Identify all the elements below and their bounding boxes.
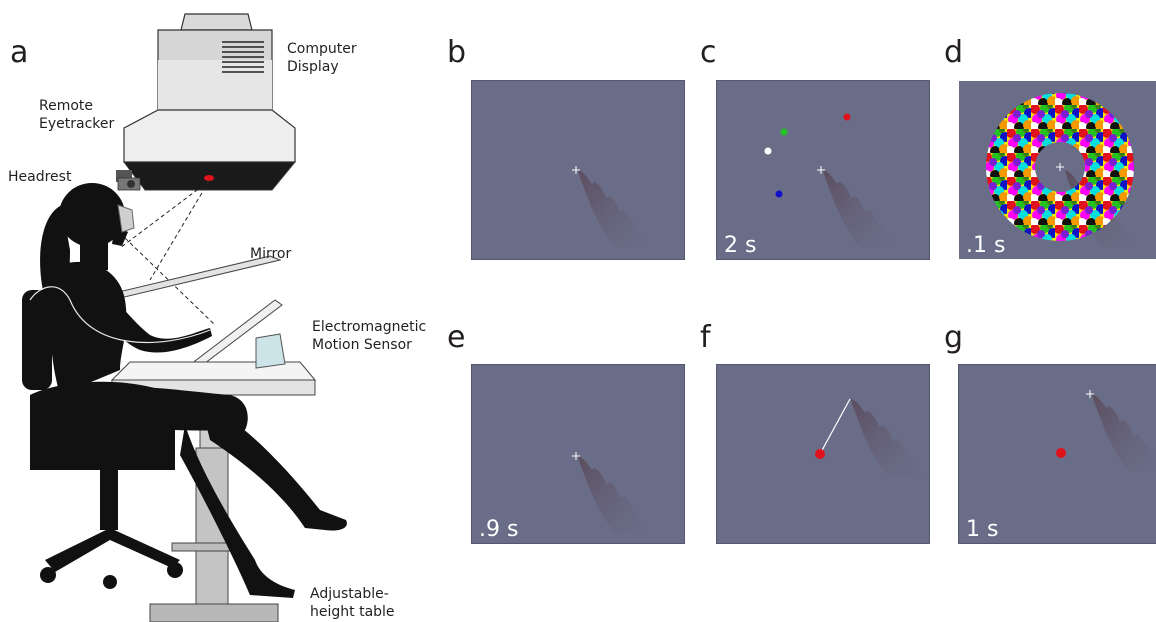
screen-panel-g: 1 s — [958, 364, 1156, 544]
fixation-cross-icon — [572, 452, 580, 460]
panel-label-a: a — [10, 35, 29, 70]
label-adjustable-table-line1: Adjustable- — [310, 586, 389, 602]
panel-label-g: g — [944, 320, 964, 355]
fixation-cross-icon — [1056, 163, 1064, 171]
red-dot-icon — [843, 113, 851, 121]
label-headrest: Headrest — [8, 169, 72, 185]
panel-label-b: b — [447, 35, 467, 70]
panel-label-d: d — [944, 35, 964, 70]
label-remote-eyetracker-line1: Remote — [39, 98, 94, 114]
target-dot-icon — [815, 449, 825, 459]
screen-panel-b — [471, 80, 685, 260]
reach-path-line — [819, 398, 851, 455]
hand-icon — [578, 170, 654, 248]
screen-panel-c: 2 s — [716, 80, 930, 260]
panel-d-graphics — [959, 81, 1156, 259]
label-computer-display-line2: Display — [287, 59, 339, 75]
fixation-cross-icon — [572, 166, 580, 174]
target-dot-icon — [1056, 448, 1066, 458]
hand-icon — [851, 399, 927, 477]
label-adjustable-table: Adjustable- height table — [310, 585, 395, 621]
label-motion-sensor-line2: Motion Sensor — [312, 337, 412, 353]
eyetracker-icon — [116, 170, 141, 191]
panel-g-graphics — [1056, 390, 1156, 472]
label-computer-display: Computer Display — [287, 40, 357, 76]
panel-e-graphics — [572, 452, 654, 534]
label-remote-eyetracker: Remote Eyetracker — [39, 97, 114, 133]
panel-label-c: c — [700, 35, 717, 70]
panel-label-f: f — [700, 320, 711, 355]
experimental-setup-illustration — [22, 13, 347, 622]
mask-ring — [959, 81, 1156, 259]
blue-dot-icon — [775, 190, 783, 198]
timing-e: .9 s — [479, 517, 519, 542]
label-adjustable-table-line2: height table — [310, 604, 395, 620]
timing-d: .1 s — [966, 233, 1006, 258]
screen-panel-f — [716, 364, 930, 544]
screen-panel-e: .9 s — [471, 364, 685, 544]
fixation-cross-icon — [817, 166, 825, 174]
label-mirror: Mirror — [250, 246, 292, 262]
motion-sensor-icon — [255, 333, 286, 369]
panel-c-graphics — [764, 113, 899, 248]
participant-silhouette — [22, 183, 347, 598]
screen-panel-d: .1 s — [958, 80, 1156, 260]
label-motion-sensor-line1: Electromagnetic — [312, 319, 427, 335]
label-computer-display-line1: Computer — [287, 41, 357, 57]
computer-display-icon — [123, 13, 297, 191]
fixation-cross-icon — [1086, 390, 1094, 398]
timing-c: 2 s — [724, 233, 757, 258]
headrest-icon — [117, 204, 135, 233]
hand-icon — [578, 456, 654, 534]
label-motion-sensor: Electromagnetic Motion Sensor — [312, 318, 426, 354]
panel-f-graphics — [815, 398, 927, 477]
panel-b-graphics — [572, 166, 654, 248]
label-remote-eyetracker-line2: Eyetracker — [39, 116, 115, 132]
hand-icon — [1092, 394, 1156, 472]
hand-icon — [823, 170, 899, 248]
panel-label-e: e — [447, 320, 466, 355]
timing-g: 1 s — [966, 517, 999, 542]
green-dot-icon — [780, 128, 788, 136]
white-dot-icon — [764, 147, 772, 155]
